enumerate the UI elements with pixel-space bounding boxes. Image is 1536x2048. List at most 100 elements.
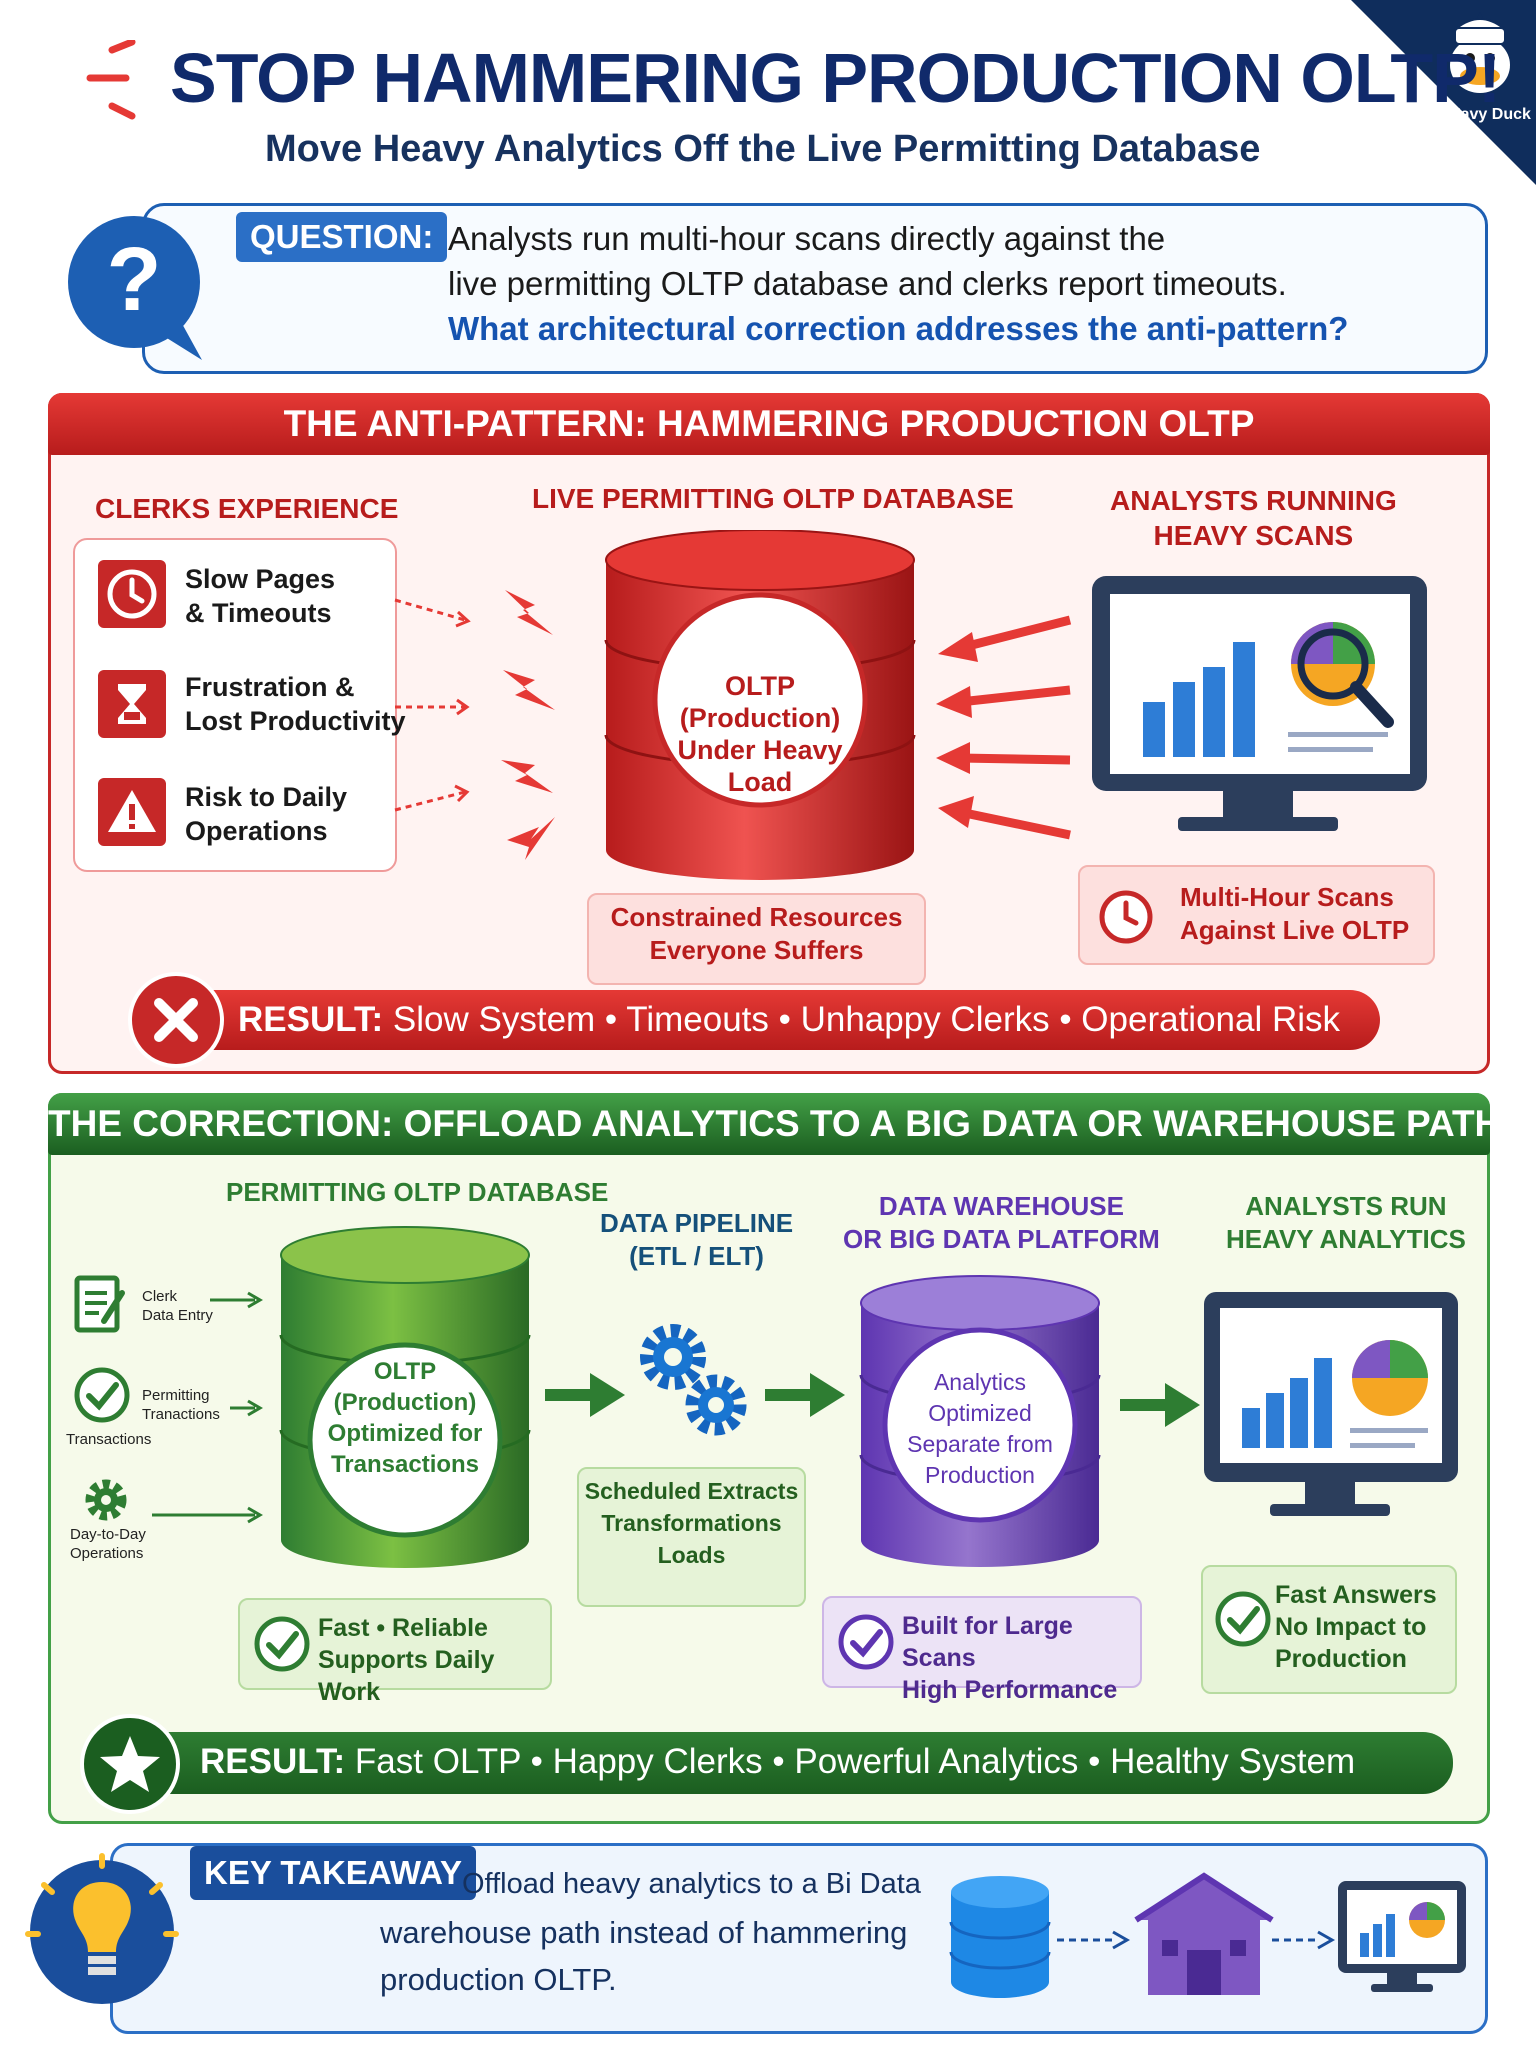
input-permitting-line2: Tranactions — [142, 1406, 220, 1423]
anti-pattern-result-label: RESULT: — [238, 1000, 384, 1039]
multi-hour-scans-note: Multi-Hour Scans Against Live OLTP — [1078, 865, 1435, 965]
star-circle-icon — [80, 1714, 180, 1814]
clerks-heading: CLERKS EXPERIENCE — [95, 493, 399, 524]
input-operations-line1: Day-to-Day — [70, 1526, 146, 1543]
permitting-oltp-label-line4: Transactions — [330, 1451, 480, 1478]
oltp-db-label-line3: Under Heavy — [677, 735, 843, 765]
warehouse-label-line4: Production — [925, 1462, 1035, 1488]
check-circle-icon — [254, 1616, 310, 1672]
db-note-line1: Constrained Resources — [610, 902, 903, 932]
clerk-item-2: Frustration & Lost Productivity — [185, 670, 406, 738]
warehouse-note-line2: High Performance — [902, 1676, 1118, 1704]
navy-duck-logo: Navy Duck — [1425, 10, 1535, 130]
analysts-run-heading-line2: HEAVY ANALYTICS — [1226, 1224, 1466, 1254]
oltp-fast-reliable-note: Fast • Reliable Supports Daily Work — [238, 1598, 552, 1706]
takeaway-label: KEY TAKEAWAY — [190, 1846, 476, 1900]
warehouse-cylinder — [859, 1275, 1101, 1567]
permitting-oltp-cylinder — [279, 1226, 531, 1568]
analyst-monitor-icon — [1092, 576, 1427, 831]
clerk-impact-arrows — [394, 598, 471, 812]
permitting-oltp-label: OLTP (Production) Optimized for Transact… — [305, 1356, 505, 1480]
flow-arrow-2 — [765, 1373, 845, 1417]
pipeline-note-line2: Transformations — [601, 1510, 782, 1536]
takeaway-line-1: Offload heavy analytics to a Bi Data — [462, 1868, 921, 1900]
question-line-3: What architectural correction addresses … — [448, 310, 1349, 347]
anti-pattern-title: THE ANTI-PATTERN: HAMMERING PRODUCTION O… — [283, 403, 1255, 444]
svg-text:?: ? — [107, 230, 162, 330]
warehouse-heading-line2: OR BIG DATA PLATFORM — [843, 1224, 1160, 1254]
clerk-item-1-line2: & Timeouts — [185, 598, 332, 628]
clerk-item-3-line1: Risk to Daily — [185, 782, 348, 812]
input-clerk-label: Clerk Data Entry — [142, 1287, 213, 1325]
fast-answers-line3: Production — [1275, 1645, 1407, 1673]
correction-header: THE CORRECTION: OFFLOAD ANALYTICS TO A B… — [48, 1093, 1502, 1155]
correction-result-label: RESULT: — [200, 1742, 346, 1781]
page-title: STOP HAMMERING PRODUCTION OLTP! — [170, 39, 1501, 117]
analysts-note-line1: Multi-Hour Scans — [1180, 882, 1394, 912]
logo-text: Navy Duck — [1449, 106, 1531, 123]
warehouse-heading-line1: DATA WAREHOUSE — [878, 1191, 1124, 1221]
pipeline-note: Scheduled Extracts Transformations Loads — [577, 1467, 806, 1607]
pipeline-note-line3: Loads — [657, 1542, 726, 1568]
lightning-icons — [501, 590, 555, 860]
takeaway-line-3: production OLTP. — [380, 1962, 617, 1997]
permitting-oltp-label-line3: Optimized for — [327, 1420, 483, 1447]
clerk-item-2-line2: Lost Productivity — [185, 706, 406, 736]
dashed-arrow-2 — [1272, 1930, 1336, 1950]
database-small-icon — [949, 1876, 1051, 1998]
analytics-monitor-icon — [1204, 1292, 1458, 1516]
permitting-oltp-label-line2: (Production) — [333, 1389, 477, 1416]
correction-result-text: RESULT: Fast OLTP • Happy Clerks • Power… — [200, 1742, 1355, 1782]
warehouse-label: Analytics Optimized Separate from Produc… — [880, 1367, 1080, 1491]
check-circle-icon — [838, 1614, 894, 1670]
input-operations-label: Day-to-Day Operations — [70, 1525, 146, 1563]
stopwatch-icon — [1099, 890, 1153, 944]
clerk-item-3-line2: Operations — [185, 816, 328, 846]
oltp-db-label: OLTP (Production) Under Heavy Load — [660, 670, 860, 798]
analysts-heading: ANALYSTS RUNNING HEAVY SCANS — [1110, 483, 1397, 553]
question-mark-icon: ? — [62, 210, 212, 365]
x-circle-icon — [128, 972, 224, 1068]
pipeline-heading-line1: DATA PIPELINE — [600, 1208, 794, 1238]
input-transactions-label: Transactions — [66, 1431, 152, 1448]
anti-pattern-header: THE ANTI-PATTERN: HAMMERING PRODUCTION O… — [48, 393, 1490, 455]
question-line-2: live permitting OLTP database and clerks… — [448, 265, 1287, 302]
oltp-note-line1: Fast • Reliable — [318, 1614, 488, 1642]
fast-answers-line2: No Impact to — [1275, 1613, 1427, 1641]
correction-result-bar: RESULT: Fast OLTP • Happy Clerks • Power… — [130, 1732, 1453, 1794]
oltp-db-label-line4: Load — [727, 767, 793, 797]
fast-answers-note: Fast Answers No Impact to Production — [1201, 1565, 1457, 1694]
anti-pattern-result-text: RESULT: Slow System • Timeouts • Unhappy… — [238, 1000, 1340, 1040]
live-db-heading: LIVE PERMITTING OLTP DATABASE — [532, 483, 1014, 514]
check-circle-icon — [1215, 1591, 1271, 1647]
fast-answers-text: Fast Answers No Impact to Production — [1275, 1579, 1437, 1675]
warehouse-note: Built for Large Scans High Performance — [822, 1596, 1142, 1704]
input-arrows — [152, 1291, 263, 1524]
oltp-db-label-line1: OLTP — [725, 671, 795, 701]
flow-arrow-3 — [1120, 1383, 1200, 1427]
warehouse-building-icon — [1134, 1872, 1274, 1995]
analyst-scan-arrows — [936, 615, 1072, 840]
db-note-line2: Everyone Suffers — [649, 935, 864, 965]
analysts-note-text: Multi-Hour Scans Against Live OLTP — [1180, 881, 1409, 947]
pipeline-note-line1: Scheduled Extracts — [584, 1478, 799, 1504]
permitting-oltp-heading: PERMITTING OLTP DATABASE — [226, 1177, 609, 1207]
analysts-heading-line1: ANALYSTS RUNNING — [1110, 485, 1397, 516]
analysts-heading-line2: HEAVY SCANS — [1153, 520, 1354, 551]
oltp-db-label-line2: (Production) — [679, 703, 841, 733]
input-clerk-line1: Clerk — [142, 1288, 178, 1305]
anti-pattern-result-value: Slow System • Timeouts • Unhappy Clerks … — [392, 1000, 1341, 1039]
analytics-small-monitor-icon — [1338, 1881, 1466, 1992]
input-permitting-line1: Permitting — [142, 1387, 210, 1404]
oltp-note-text: Fast • Reliable Supports Daily Work — [318, 1612, 550, 1708]
form-icon — [74, 1275, 125, 1333]
pipeline-heading-line2: (ETL / ELT) — [629, 1241, 764, 1271]
pipeline-gears-icon — [640, 1324, 747, 1436]
question-line-1: Analysts run multi-hour scans directly a… — [448, 220, 1166, 257]
burst-icon — [82, 38, 142, 125]
clerk-item-3: Risk to Daily Operations — [185, 780, 347, 848]
correction-title: THE CORRECTION: OFFLOAD ANALYTICS TO A B… — [48, 1103, 1502, 1144]
takeaway-line-2: warehouse path instead of hammering — [380, 1915, 908, 1950]
input-permitting-label: Permitting Tranactions — [142, 1386, 220, 1424]
hourglass-icon — [98, 670, 166, 738]
